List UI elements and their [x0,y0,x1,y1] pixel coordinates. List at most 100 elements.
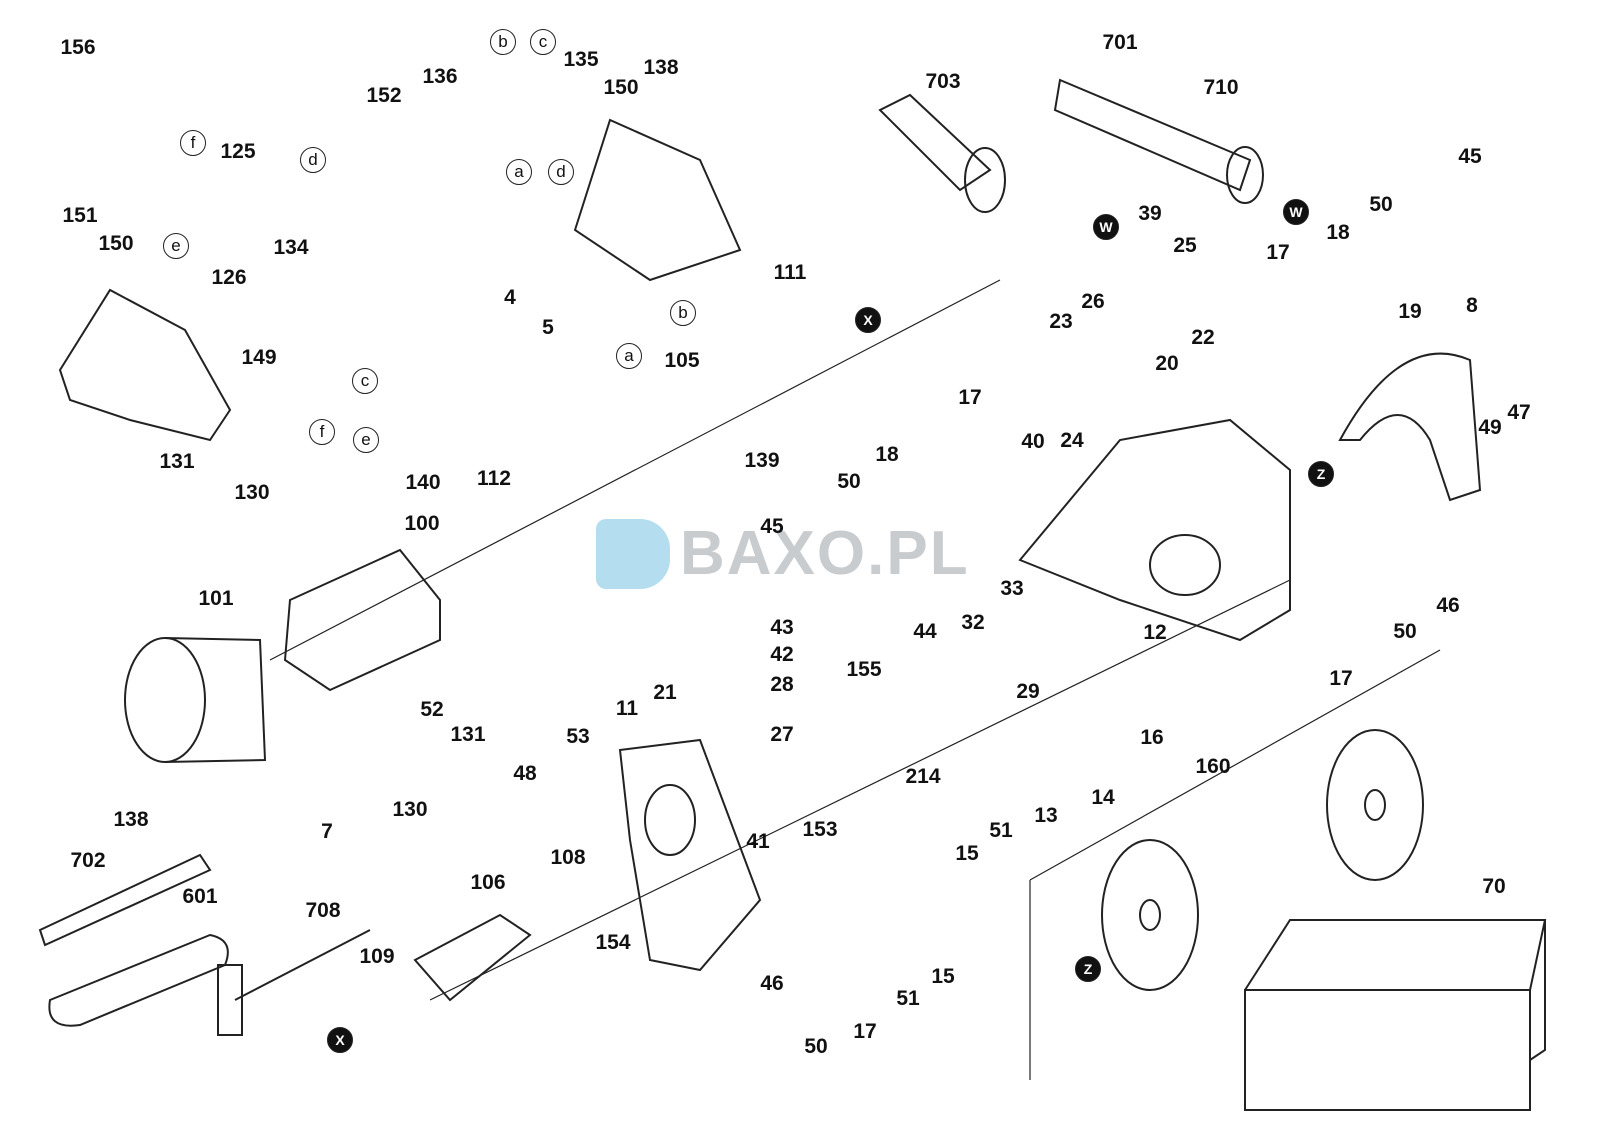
part-number-label: 136 [422,65,458,88]
part-number-label: 50 [1393,620,1417,643]
part-number-label: 131 [450,723,486,746]
part-number-label: 150 [98,232,134,255]
part-number-label: 44 [913,620,937,643]
part-number-label: 23 [1049,310,1073,333]
part-number-label: 106 [470,871,506,894]
part-number-label: 134 [273,236,309,259]
part-number-label: 49 [1478,416,1502,439]
part-number-label: 7 [321,820,333,843]
part-number-label: 130 [392,798,428,821]
part-number-label: 51 [896,987,920,1010]
blade-guard-19 [1338,352,1482,502]
case-70 [1244,919,1547,1111]
part-number-label: 702 [70,849,106,872]
part-number-label: 47 [1507,401,1531,424]
part-number-label: 40 [1021,430,1045,453]
part-number-label: 151 [62,204,98,227]
part-number-label: 150 [603,76,639,99]
part-number-label: 152 [366,84,402,107]
connection-marker: a [616,343,642,369]
part-number-label: 46 [1436,594,1460,617]
connection-marker: c [530,29,556,55]
connection-marker: X [327,1027,353,1053]
ruler-702 [38,853,212,947]
part-number-label: 101 [198,587,234,610]
part-number-label: 50 [837,470,861,493]
watermark-logo-icon [596,518,670,589]
axis-lines [269,279,1441,1080]
part-number-label: 70 [1482,875,1506,898]
connection-marker: W [1093,214,1119,240]
part-number-label: 131 [159,450,195,473]
part-number-label: 130 [234,481,270,504]
part-number-label: 160 [1195,755,1231,778]
part-number-label: 50 [804,1035,828,1058]
part-number-label: 46 [760,972,784,995]
part-number-label: 26 [1081,290,1105,313]
part-number-label: 12 [1143,621,1167,644]
part-number-label: 20 [1155,352,1179,375]
part-number-label: 703 [925,70,961,93]
part-number-label: 19 [1398,300,1422,323]
part-number-label: 15 [931,965,955,988]
part-number-label: 17 [958,386,982,409]
tool-708 [217,929,371,1036]
part-number-label: 701 [1102,31,1138,54]
watermark: BAXO.PL [596,518,970,589]
part-number-label: 17 [853,1020,877,1043]
diamond-blade-right [1326,729,1424,881]
connection-marker: a [506,159,532,185]
part-number-label: 53 [566,725,590,748]
part-number-label: 48 [513,762,537,785]
part-number-label: 13 [1034,804,1058,827]
part-number-label: 18 [875,443,899,466]
part-number-label: 32 [961,611,985,634]
handle-703 [878,93,1006,213]
part-number-label: 155 [846,658,882,681]
connection-marker: Z [1308,461,1334,487]
part-number-label: 140 [405,471,441,494]
part-number-label: 33 [1000,577,1024,600]
part-number-label: 109 [359,945,395,968]
part-number-label: 17 [1329,667,1353,690]
part-number-label: 25 [1173,234,1197,257]
connection-marker: b [490,29,516,55]
side-cover-150-left [58,288,232,442]
part-number-label: 22 [1191,326,1215,349]
part-number-label: 21 [653,681,677,704]
part-number-label: 100 [404,512,440,535]
part-number-label: 149 [241,346,277,369]
part-number-label: 139 [744,449,780,472]
part-number-label: 43 [770,616,794,639]
connection-marker: Z [1075,956,1101,982]
part-number-label: 27 [770,723,794,746]
part-number-label: 16 [1140,726,1164,749]
part-number-label: 50 [1369,193,1393,216]
part-number-label: 18 [1326,221,1350,244]
armature-106 [413,913,532,1002]
connection-marker: X [855,307,881,333]
part-number-label: 52 [420,698,444,721]
handle-701-710 [1053,78,1264,204]
part-number-label: 138 [643,56,679,79]
part-number-label: 112 [477,467,511,490]
part-number-label: 8 [1466,294,1478,317]
part-number-label: 11 [615,697,639,720]
part-number-label: 17 [1266,241,1290,264]
part-number-label: 5 [542,316,554,339]
part-number-label: 41 [746,830,770,853]
connection-marker: f [309,419,335,445]
part-number-label: 51 [989,819,1013,842]
connection-marker: c [352,368,378,394]
part-number-label: 105 [664,349,700,372]
connection-marker: e [353,427,379,453]
part-number-label: 108 [550,846,586,869]
part-number-label: 24 [1060,429,1084,452]
part-number-label: 156 [60,36,96,59]
part-number-label: 111 [773,261,807,284]
connection-marker: e [163,233,189,259]
connection-marker: f [180,130,206,156]
part-number-label: 14 [1091,786,1115,809]
connection-marker: b [670,300,696,326]
motor-housing-101 [124,637,267,763]
